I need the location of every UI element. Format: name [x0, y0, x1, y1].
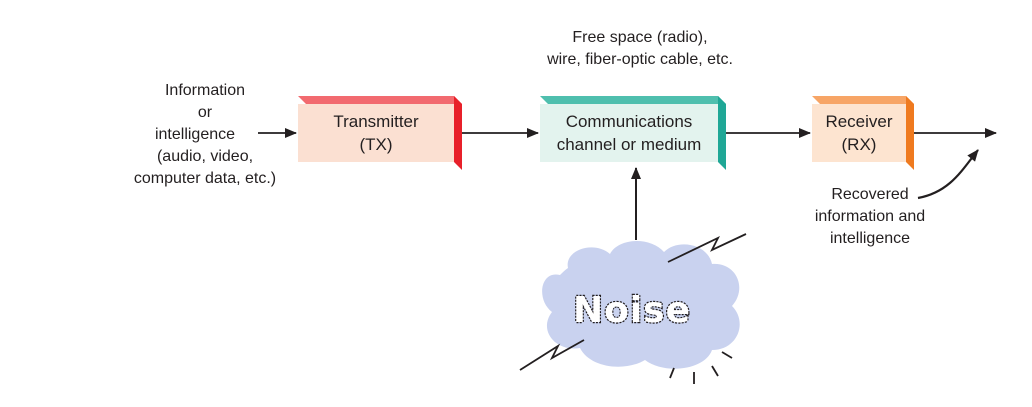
channel-caption-line: wire, fiber-optic cable, etc. [547, 51, 733, 68]
channel-text: Communications channel or medium [540, 110, 718, 156]
recovered-pointer-arrow [917, 149, 979, 200]
input-label-line: computer data, etc.) [133, 170, 277, 187]
receiver-block [812, 96, 914, 170]
receiver-text: Receiver (RX) [812, 110, 906, 156]
noise-label: Noise [573, 290, 691, 331]
input-label: Information or intelligence (audio, vide… [120, 80, 290, 190]
receiver-side-edge [906, 96, 914, 170]
channel-title: Communications [565, 112, 693, 131]
lightning-bolt-icon [667, 233, 747, 263]
transmitter-top-edge [298, 96, 462, 104]
noise-radiation-marks [669, 351, 733, 384]
transmitter-title: Transmitter [333, 112, 419, 131]
transmitter-side-edge [454, 96, 462, 170]
receiver-title: Receiver [825, 112, 893, 131]
output-label-line: information and [814, 208, 926, 225]
receiver-face [812, 104, 906, 162]
channel-face [540, 104, 718, 162]
channel-caption-line: Free space (radio), [572, 29, 708, 46]
transmitter-face [298, 104, 454, 162]
lightning-bolt-icon [519, 339, 585, 371]
transmitter-text: Transmitter (TX) [298, 110, 454, 156]
channel-side-edge [718, 96, 726, 170]
channel-block [540, 96, 726, 170]
channel-caption: Free space (radio), wire, fiber-optic ca… [520, 27, 760, 71]
output-label: Recovered information and intelligence [800, 184, 940, 250]
transmitter-block [298, 96, 462, 170]
output-label-line: intelligence [829, 230, 911, 247]
channel-top-edge [540, 96, 726, 104]
input-label-line: or [197, 104, 213, 121]
input-label-line: (audio, video, [156, 148, 254, 165]
input-label-line: intelligence [154, 126, 236, 143]
output-label-line: Recovered [831, 186, 909, 203]
noise-cloud [542, 240, 740, 369]
receiver-top-edge [812, 96, 914, 104]
channel-subtitle: channel or medium [556, 135, 702, 154]
receiver-abbrev: (RX) [841, 135, 877, 154]
input-label-line: Information [164, 82, 246, 99]
transmitter-abbrev: (TX) [359, 135, 393, 154]
